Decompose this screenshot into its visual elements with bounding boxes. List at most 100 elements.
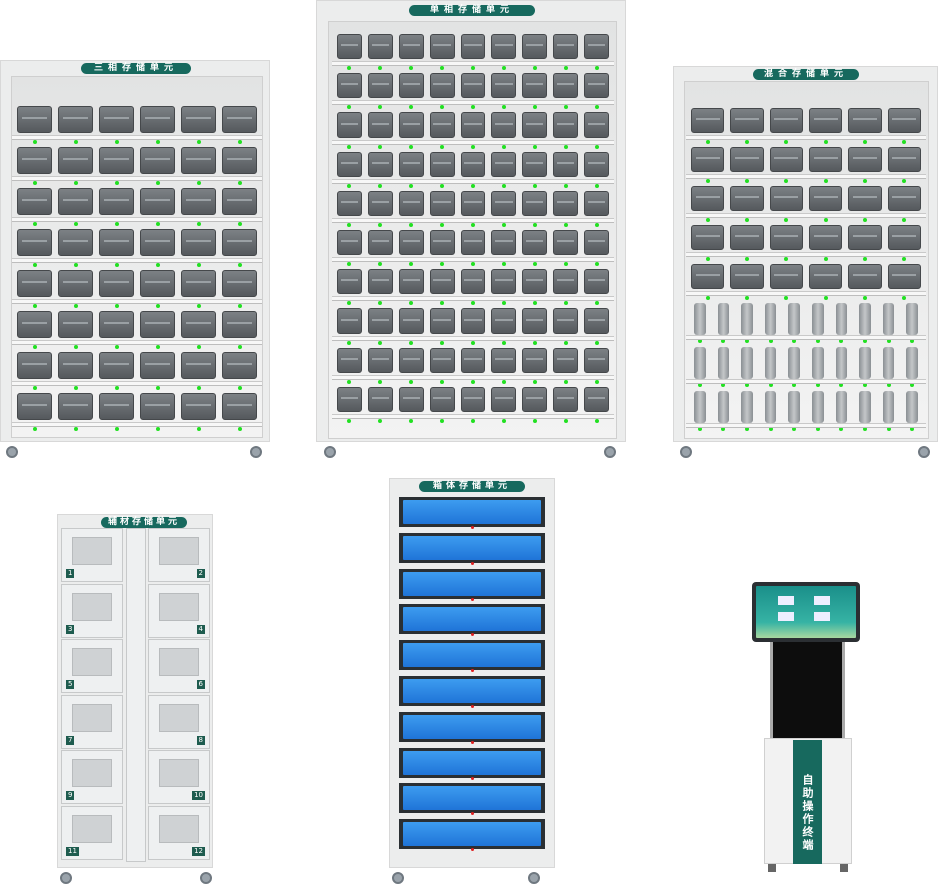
storage-drawer[interactable] [399, 676, 545, 706]
status-led [440, 105, 445, 110]
electric-meter [848, 225, 882, 250]
status-led [823, 140, 828, 144]
locker-door[interactable]: 7 [61, 694, 123, 749]
electric-meter [769, 108, 803, 133]
electric-meter [730, 147, 764, 172]
electric-meter [809, 264, 843, 289]
electric-meter [337, 34, 362, 60]
locker-door[interactable]: 10 [148, 750, 210, 804]
electric-meter [460, 151, 486, 177]
status-led [501, 223, 506, 227]
storage-drawer[interactable] [399, 532, 545, 563]
status-led [823, 257, 828, 261]
electric-meter [584, 347, 609, 373]
electric-meter [181, 229, 216, 256]
terminal-device [717, 303, 730, 335]
locker-door[interactable]: 11 [61, 805, 123, 860]
status-led [73, 263, 78, 267]
status-led [440, 301, 445, 306]
locker-door[interactable]: 4 [148, 583, 210, 638]
shelf [686, 252, 926, 257]
electric-meter [337, 151, 362, 177]
status-led [237, 345, 242, 349]
status-led [705, 218, 710, 222]
shelf [686, 291, 926, 296]
storage-drawer[interactable] [399, 783, 545, 814]
electric-meter [99, 311, 134, 338]
status-led [237, 263, 242, 267]
locker-door[interactable]: 9 [61, 750, 123, 804]
electric-meter [522, 386, 548, 412]
electric-meter [522, 151, 548, 177]
status-led [697, 339, 702, 343]
status-led [237, 181, 242, 185]
shelf [12, 258, 262, 263]
electric-meter [522, 347, 548, 373]
electric-meter [553, 269, 579, 295]
electric-meter [491, 73, 517, 99]
storage-drawer[interactable] [399, 747, 545, 778]
electric-meter [140, 270, 175, 297]
storage-drawer[interactable] [399, 497, 545, 527]
locker-door[interactable]: 12 [148, 805, 210, 860]
electric-meter [367, 73, 393, 99]
shelf [332, 178, 614, 184]
drawer-indicator-led [471, 561, 474, 565]
kiosk-screen[interactable] [752, 582, 860, 642]
terminal-device [882, 391, 895, 423]
locker-door[interactable]: 3 [61, 583, 123, 638]
status-led [839, 383, 844, 387]
shelf [12, 422, 262, 427]
shelf [12, 135, 262, 140]
status-led [471, 340, 475, 345]
electric-meter [99, 229, 134, 256]
terminal-device [788, 391, 800, 423]
electric-meter [491, 112, 517, 138]
electric-meter [181, 352, 216, 379]
status-led [347, 379, 352, 384]
storage-drawer[interactable] [399, 819, 545, 850]
electric-meter [584, 73, 609, 99]
status-led [409, 183, 414, 188]
electric-meter [691, 186, 725, 211]
electric-meter [491, 230, 517, 256]
status-led [155, 304, 160, 308]
electric-meter [809, 147, 843, 172]
status-led [409, 66, 414, 71]
locker-door[interactable]: 1 [61, 528, 123, 582]
storage-drawer[interactable] [399, 604, 545, 635]
status-led [784, 296, 789, 300]
electric-meter [584, 386, 609, 412]
electric-meter [337, 230, 362, 256]
status-led [815, 339, 820, 343]
status-led [347, 419, 352, 423]
cabinet-label: 箱体存储单元 [419, 481, 525, 492]
storage-drawer[interactable] [399, 568, 545, 599]
electric-meter [460, 190, 486, 216]
storage-drawer[interactable] [399, 640, 545, 671]
electric-meter [553, 308, 579, 334]
door-window [159, 537, 199, 565]
locker-door[interactable]: 5 [61, 639, 123, 693]
status-led [532, 105, 537, 110]
drawer-indicator-led [471, 776, 474, 780]
status-led [196, 427, 201, 431]
electric-meter [522, 112, 548, 138]
electric-meter [460, 308, 486, 334]
caster-wheel [528, 872, 540, 884]
locker-door[interactable]: 8 [148, 694, 210, 749]
electric-meter [429, 386, 455, 412]
status-led [839, 339, 844, 343]
shelf [12, 340, 262, 345]
electric-meter [398, 151, 424, 177]
electric-meter [691, 225, 725, 250]
shelf [332, 139, 614, 145]
electric-meter [222, 352, 257, 379]
status-led [745, 257, 749, 261]
locker-door[interactable]: 2 [148, 528, 210, 582]
status-led [745, 427, 749, 431]
electric-meter [429, 34, 455, 60]
storage-drawer[interactable] [399, 711, 545, 742]
status-led [886, 383, 891, 387]
locker-door[interactable]: 6 [148, 639, 210, 693]
